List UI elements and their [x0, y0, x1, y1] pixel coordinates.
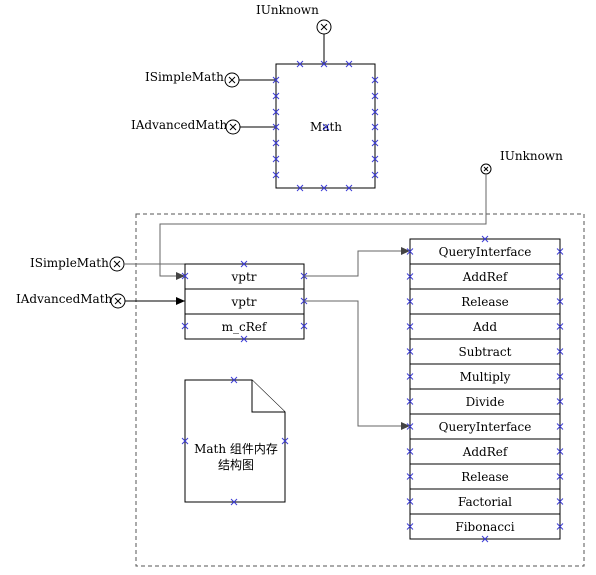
- note-folded-corner: [251, 380, 285, 413]
- vtable-entry-label: Fibonacci: [455, 520, 514, 534]
- vtable-entry-label: QueryInterface: [439, 245, 532, 259]
- memory-structure-note: Math 组件内存 结构图: [181, 376, 289, 506]
- connector-marker: [556, 298, 564, 305]
- isimplemath-label-bottom: ISimpleMath: [30, 256, 109, 270]
- struct-field-vptr-2[interactable]: [184, 288, 305, 315]
- vtable-entry-label: Subtract: [459, 345, 512, 359]
- isimplemath-lollipop-top[interactable]: [224, 72, 240, 88]
- math-component-group: IUnknown ISimpleMath IAdvancedMath Math: [131, 3, 379, 192]
- connector-marker: [556, 448, 564, 455]
- connector-marker: [406, 498, 414, 505]
- connector-marker: [406, 523, 414, 530]
- note-line-1: Math 组件内存: [194, 442, 278, 456]
- vtable-entry-label: QueryInterface: [439, 420, 532, 434]
- vptr2-to-vtable-arrow: [304, 300, 410, 430]
- connector-marker: [556, 423, 564, 430]
- iadvancedmath-lollipop-bottom[interactable]: [110, 293, 126, 309]
- vtable-entry-label: Add: [472, 320, 497, 334]
- vtable-entry[interactable]: [409, 288, 561, 315]
- connector-marker: [406, 473, 414, 480]
- struct-field-label: vptr: [230, 270, 256, 284]
- iunknown-lollipop-top[interactable]: [316, 19, 332, 35]
- connector-marker: [406, 348, 414, 355]
- connector-marker: [556, 248, 564, 255]
- iadvancedmath-lollipop-top[interactable]: [225, 119, 241, 135]
- memory-layout-group: IUnknown ISimpleMath IAdvancedMath vptr …: [16, 149, 585, 567]
- connector-marker: [556, 373, 564, 380]
- isimplemath-label-top: ISimpleMath: [145, 70, 224, 84]
- connector-marker: [481, 235, 489, 243]
- connector-marker: [556, 273, 564, 280]
- vtable-entry-label: Factorial: [458, 495, 512, 509]
- vtable-entry-label: Divide: [466, 395, 505, 409]
- object-struct: vptr vptr m_cRef: [181, 260, 308, 343]
- connector-marker: [406, 273, 414, 280]
- memory-layout-boundary: [135, 213, 585, 567]
- iunknown-label-top: IUnknown: [256, 3, 319, 17]
- vtable-entry-label: AddRef: [462, 445, 509, 459]
- vtable-entry-label: Release: [461, 295, 509, 309]
- vtable-entry[interactable]: [409, 263, 561, 290]
- connector-marker: [556, 523, 564, 530]
- iunknown-label-bottom: IUnknown: [500, 149, 563, 163]
- iunknown-wire-bottom: [159, 174, 487, 265]
- connector-marker: [406, 398, 414, 405]
- isimplemath-wire-bottom: [124, 263, 185, 280]
- iadvancedmath-label-top: IAdvancedMath: [131, 118, 228, 132]
- connector-marker: [556, 498, 564, 505]
- connector-marker: [406, 323, 414, 330]
- vtable-entry-label: Release: [461, 470, 509, 484]
- connector-marker: [406, 423, 414, 430]
- note-line-2: 结构图: [218, 457, 254, 472]
- isimplemath-lollipop-bottom[interactable]: [109, 256, 125, 272]
- connector-marker: [406, 298, 414, 305]
- connector-marker: [406, 448, 414, 455]
- vtable-entry[interactable]: [409, 513, 561, 540]
- connector-marker: [556, 473, 564, 480]
- vtable-entry[interactable]: [409, 463, 561, 490]
- connector-marker: [556, 323, 564, 330]
- connector-marker: [481, 535, 489, 543]
- connector-marker: [556, 398, 564, 405]
- iadvancedmath-label-bottom: IAdvancedMath: [16, 292, 113, 306]
- connector-marker: [406, 248, 414, 255]
- math-box-connector-markers: [272, 60, 379, 192]
- vtable-entry-label: Multiply: [460, 370, 511, 384]
- vtable: QueryInterfaceAddRefReleaseAddSubtractMu…: [406, 235, 564, 543]
- iunknown-lollipop-bottom[interactable]: [480, 163, 492, 175]
- vptr1-to-vtable-arrow: [304, 247, 410, 277]
- connector-marker: [556, 348, 564, 355]
- struct-field-label: m_cRef: [222, 320, 268, 334]
- vtable-entry-label: AddRef: [462, 270, 509, 284]
- struct-field-label: vptr: [230, 295, 256, 309]
- connector-marker: [406, 373, 414, 380]
